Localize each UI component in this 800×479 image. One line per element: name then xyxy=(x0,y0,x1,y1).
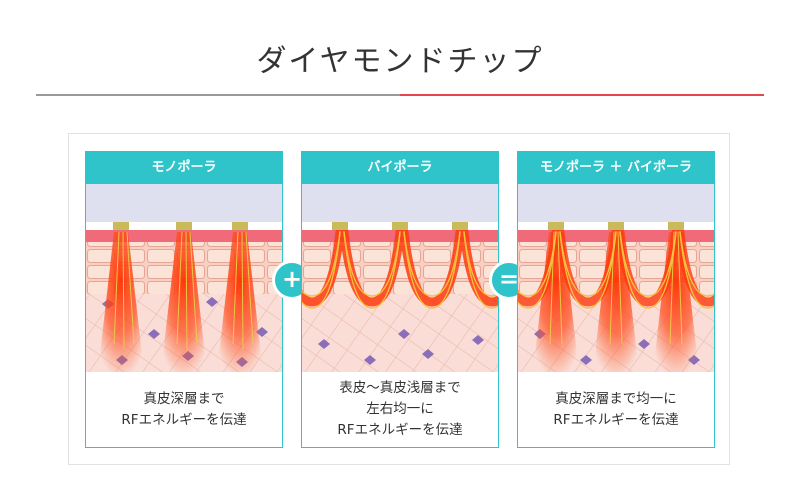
page-title: ダイヤモンドチップ xyxy=(256,44,544,79)
description-line: 真皮深層まで xyxy=(143,390,225,407)
divider-gray xyxy=(36,94,400,96)
panel-header: モノポーラ ＋ バイポーラ xyxy=(518,152,714,184)
panel-description: 表皮～真皮浅層まで 左右均一に RFエネルギーを伝達 xyxy=(302,372,498,447)
description-line: RFエネルギーを伝達 xyxy=(553,411,679,428)
skin-illustration-combined xyxy=(518,184,714,372)
skin-illustration-bipolar xyxy=(302,184,498,372)
panel-header: バイポーラ xyxy=(302,152,498,184)
panel-combined: モノポーラ ＋ バイポーラ xyxy=(517,151,715,448)
description-line: RFエネルギーを伝達 xyxy=(337,422,463,438)
panel-bipolar: バイポーラ xyxy=(301,151,499,448)
panel-description: 真皮深層まで RFエネルギーを伝達 xyxy=(86,372,282,447)
divider-red xyxy=(400,94,764,96)
description-line: 表皮～真皮浅層まで xyxy=(339,380,461,396)
description-line: RFエネルギーを伝達 xyxy=(121,411,247,428)
panel-description: 真皮深層まで均一に RFエネルギーを伝達 xyxy=(518,372,714,447)
panel-header: モノポーラ xyxy=(86,152,282,184)
content-frame xyxy=(68,133,730,465)
description-line: 真皮深層まで均一に xyxy=(555,390,677,407)
skin-illustration-monopolar xyxy=(86,184,282,372)
description-line: 左右均一に xyxy=(366,401,434,417)
panel-monopolar: モノポーラ xyxy=(85,151,283,448)
